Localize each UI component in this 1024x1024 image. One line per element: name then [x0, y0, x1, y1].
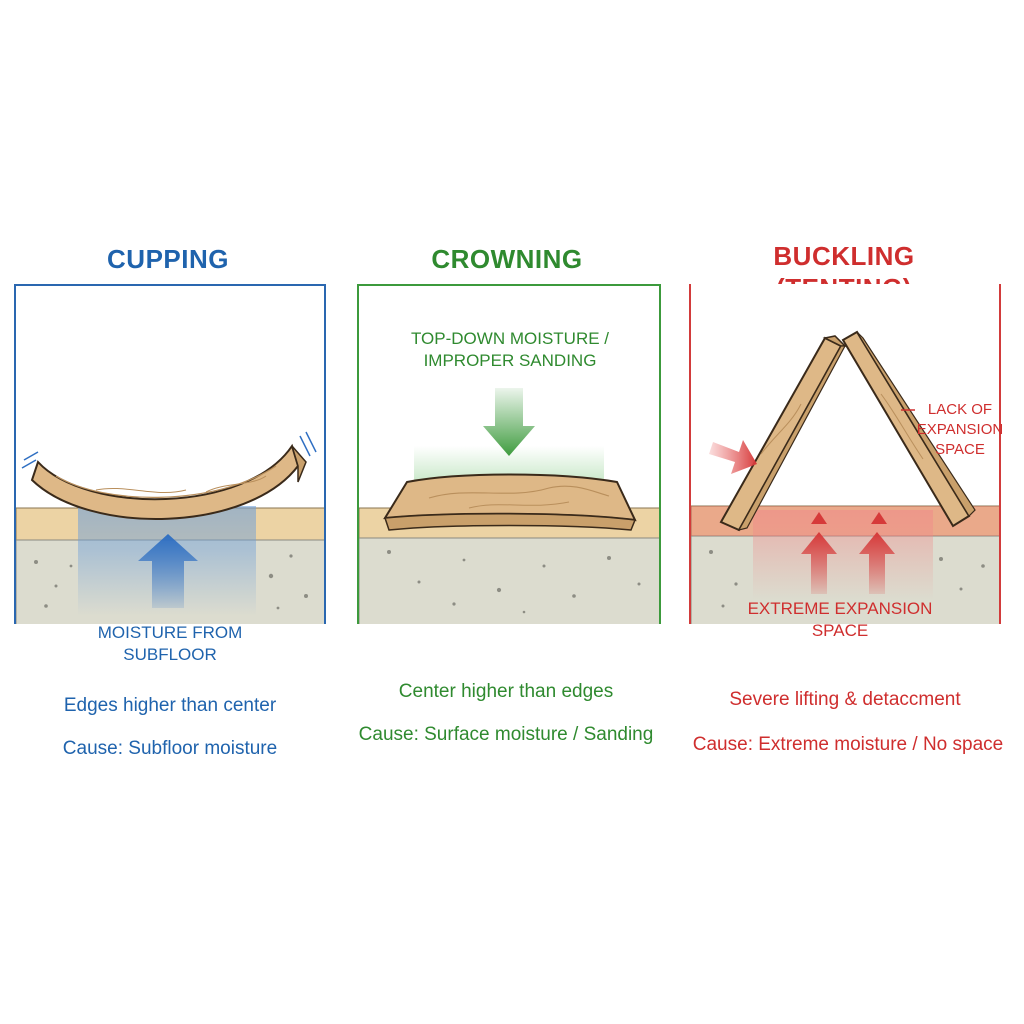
expansion-up-arrow [801, 532, 837, 594]
cupping-cause: Cause: Subfloor moisture [62, 738, 278, 759]
moisture-up-arrow [138, 534, 198, 608]
expansion-up-arrow [859, 532, 895, 594]
concrete-specks [709, 550, 985, 608]
cupping-moisture-label: MOISTURE FROM SUBFLOOR [97, 623, 243, 664]
buckling-title-line1: BUCKLING [773, 241, 915, 271]
buckling-side-label: LACK OF EXPANSION SPACE [916, 401, 1004, 458]
buckling-description: Severe lifting & detaccment [729, 689, 961, 710]
concrete-specks [387, 550, 641, 614]
crowning-moisture-label: TOP-DOWN MOISTURE / IMPROPER SANDING [410, 329, 609, 370]
crowning-illustration [359, 388, 659, 624]
concrete-specks [34, 554, 308, 610]
pressure-triangle [811, 512, 827, 524]
buckling-illustration [691, 330, 999, 624]
pressure-triangle [871, 512, 887, 524]
cupping-panel [14, 284, 326, 624]
expansion-glow [753, 510, 933, 600]
buckling-expansion-label: EXTREME EXPANSION SPACE [747, 599, 933, 640]
crowning-title: CROWNING [431, 244, 583, 274]
buckling-cause: Cause: Extreme moisture / No space [692, 734, 1004, 755]
cupping-title: CUPPING [107, 244, 229, 274]
crowning-description: Center higher than edges [398, 681, 614, 702]
concrete-layer [359, 537, 659, 624]
top-down-arrow [483, 388, 535, 456]
lack-of-space-arrow [709, 440, 757, 474]
cupping-illustration [16, 431, 324, 624]
crowning-panel [357, 284, 661, 624]
cupping-description: Edges higher than center [63, 695, 277, 716]
crowning-cause: Cause: Surface moisture / Sanding [358, 724, 654, 745]
buckling-panel [689, 284, 1001, 624]
lift-marks [21, 431, 317, 469]
tented-board-left [719, 336, 843, 532]
